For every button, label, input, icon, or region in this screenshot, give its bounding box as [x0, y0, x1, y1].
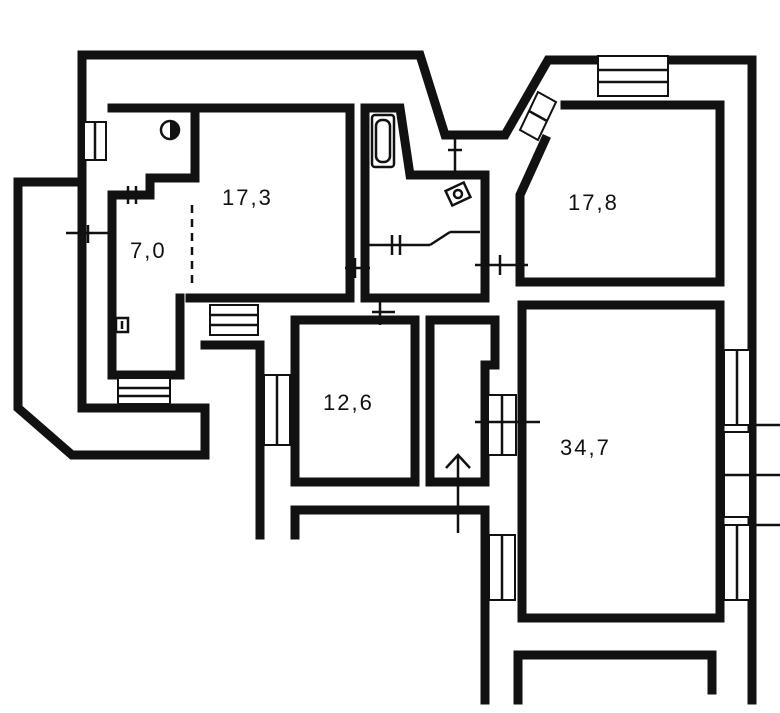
door-marks	[66, 135, 540, 424]
room-area-bedroom-right: 17,8	[568, 190, 619, 215]
window-left-top	[83, 121, 107, 161]
outer-wall	[77, 50, 757, 705]
window-top-right	[597, 55, 669, 97]
stove-icon	[159, 119, 181, 141]
room-living-right-walls	[517, 300, 725, 623]
window-right-top	[755, 423, 780, 527]
room-bedroom-center-walls	[290, 315, 420, 487]
corridor-walls	[425, 315, 500, 487]
bottom-wall	[513, 650, 717, 705]
window-center	[487, 394, 517, 456]
room-area-hall-left: 7,0	[130, 238, 167, 263]
bathtub-icon	[370, 113, 396, 169]
room-living-left-walls	[185, 103, 355, 303]
toilet-icon	[114, 316, 130, 334]
room-bedroom-right-walls	[515, 100, 725, 287]
window-hall	[209, 304, 259, 336]
room-bath-walls	[360, 103, 490, 303]
room-area-bedroom-center: 12,6	[323, 390, 374, 415]
window-bottom-center	[488, 534, 516, 601]
window-right-middle	[723, 431, 780, 518]
room-area-living-right: 34,7	[560, 435, 611, 460]
lower-wall	[290, 505, 490, 705]
sink-icon	[443, 180, 473, 208]
window-right-lower	[723, 524, 751, 601]
entrance-arrow-icon	[445, 453, 471, 533]
room-area-living-left: 17,3	[222, 185, 273, 210]
window-corridor-left	[263, 374, 291, 446]
outer-wall-left	[13, 50, 210, 460]
window-right-upper	[723, 349, 751, 426]
window-bottom-left	[117, 377, 171, 405]
window-diagonal	[518, 90, 558, 142]
outer-wall-bottom-left	[200, 340, 265, 540]
